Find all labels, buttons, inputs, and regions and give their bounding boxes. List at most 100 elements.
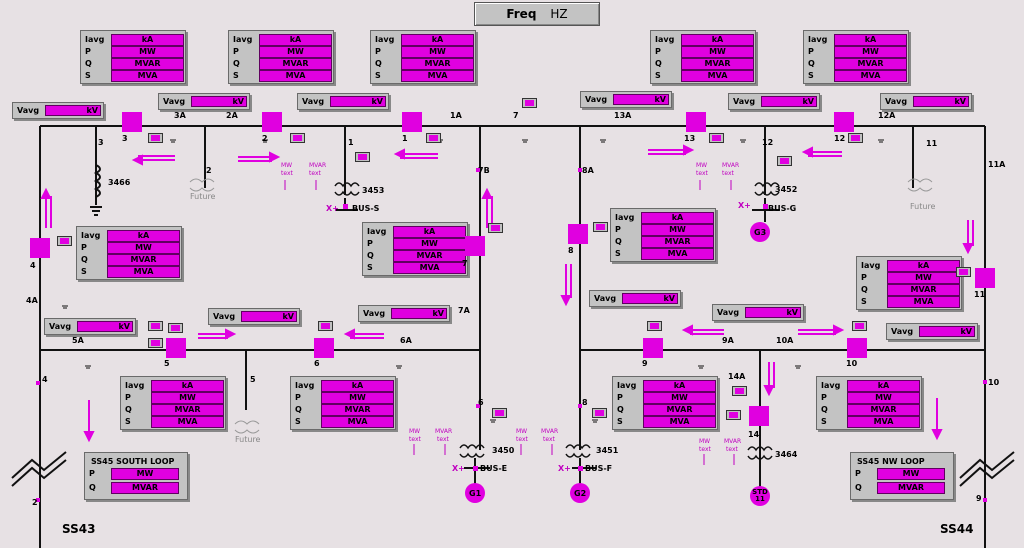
transformer-label-3453: 3453	[362, 186, 385, 195]
status-indicator[interactable]	[148, 133, 163, 143]
breaker-8[interactable]	[568, 224, 588, 244]
status-indicator[interactable]	[148, 321, 163, 331]
status-indicator[interactable]	[290, 133, 305, 143]
breaker-2[interactable]	[262, 112, 282, 132]
status-indicator[interactable]	[848, 133, 863, 143]
status-indicator[interactable]	[355, 152, 370, 162]
breaker-10[interactable]	[847, 338, 867, 358]
breaker-9[interactable]	[643, 338, 663, 358]
voltage-value: kV	[191, 96, 247, 107]
switch-label-6: 6	[478, 398, 484, 407]
breaker-7[interactable]	[465, 236, 485, 256]
breaker-3[interactable]	[122, 112, 142, 132]
voltage-value: kV	[622, 293, 678, 304]
p-label: P	[617, 393, 623, 402]
current-value: kA	[681, 34, 754, 46]
iavg-label: Iavg	[81, 231, 101, 240]
apparent-power-value: MVA	[107, 266, 180, 278]
status-indicator[interactable]	[148, 338, 163, 348]
reactive-power-value: MVAR	[151, 404, 224, 416]
mw-flow-text: text	[699, 446, 711, 453]
generator-g1-label[interactable]: G1	[469, 489, 482, 498]
status-indicator[interactable]	[852, 321, 867, 331]
vavg-label: Vavg	[17, 106, 40, 115]
status-indicator[interactable]	[777, 156, 792, 166]
status-indicator[interactable]	[318, 321, 333, 331]
s-label: S	[808, 71, 814, 80]
generator-g2-label[interactable]: G2	[574, 489, 587, 498]
status-indicator[interactable]	[592, 408, 607, 418]
status-indicator[interactable]	[522, 98, 537, 108]
status-indicator[interactable]	[168, 323, 183, 333]
switch-label-5a: 5A	[72, 336, 84, 345]
reactive-power-value: MVAR	[887, 284, 960, 296]
switch-label-7b: 7B	[478, 166, 490, 175]
switch-label-8a: 8A	[582, 166, 594, 175]
breaker-12[interactable]	[834, 112, 854, 132]
breaker-1[interactable]	[402, 112, 422, 132]
breaker-4[interactable]	[30, 238, 50, 258]
status-indicator[interactable]	[956, 267, 971, 277]
breaker-14[interactable]	[749, 406, 769, 426]
apparent-power-value: MVA	[151, 416, 224, 428]
current-value: kA	[887, 260, 960, 272]
switch-label-2-bottom: 2	[32, 498, 38, 507]
status-indicator[interactable]	[732, 386, 747, 396]
generator-std11-label[interactable]: STD 11	[752, 488, 768, 503]
mvar-flow-text: text	[722, 170, 734, 177]
future-label: Future	[190, 192, 216, 201]
breaker-5[interactable]	[166, 338, 186, 358]
status-indicator[interactable]	[593, 222, 608, 232]
status-indicator[interactable]	[488, 223, 503, 233]
p-label: P	[615, 225, 621, 234]
q-label: Q	[89, 483, 96, 492]
status-indicator[interactable]	[726, 410, 741, 420]
p-label: P	[808, 47, 814, 56]
status-indicator[interactable]	[426, 133, 441, 143]
iavg-label: Iavg	[125, 381, 145, 390]
status-indicator[interactable]	[57, 236, 72, 246]
breaker-13[interactable]	[686, 112, 706, 132]
status-indicator[interactable]	[647, 321, 662, 331]
status-indicator[interactable]	[709, 133, 724, 143]
frequency-display[interactable]: Freq HZ	[474, 2, 600, 26]
breaker-6[interactable]	[314, 338, 334, 358]
iavg-label: Iavg	[808, 35, 828, 44]
s-label: S	[617, 417, 623, 426]
south-loop-mw: MW	[111, 468, 179, 480]
status-indicator[interactable]	[492, 408, 507, 418]
switch-label-13a: 13A	[614, 111, 632, 120]
xplus-label: X+	[326, 204, 339, 213]
reactive-power-value: MVAR	[393, 250, 466, 262]
iavg-label: Iavg	[367, 227, 387, 236]
breaker-11[interactable]	[975, 268, 995, 288]
generator-g3-label[interactable]: G3	[754, 228, 767, 237]
